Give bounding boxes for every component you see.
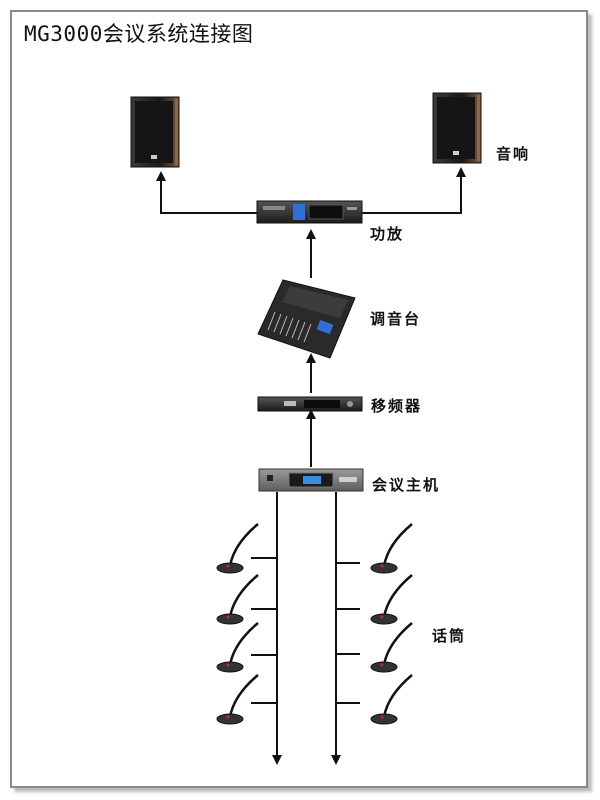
amplifier-label: 功放 bbox=[370, 225, 405, 243]
connection-lines bbox=[156, 167, 466, 765]
frequency-shifter-icon bbox=[257, 396, 363, 412]
amp-to-left-speaker-line bbox=[156, 171, 257, 214]
mic-branch-lines bbox=[251, 557, 360, 704]
amp-to-right-speaker-line bbox=[362, 167, 466, 214]
gooseneck-microphone-icon bbox=[370, 622, 413, 673]
conference-host-icon bbox=[258, 468, 364, 492]
gooseneck-microphone-icon bbox=[216, 622, 259, 673]
microphone-label: 话筒 bbox=[432, 627, 467, 645]
speaker-icon bbox=[432, 92, 482, 164]
frequency-shifter-label: 移频器 bbox=[371, 397, 423, 415]
speaker-label: 音响 bbox=[496, 145, 531, 163]
gooseneck-microphone-icon bbox=[216, 674, 259, 725]
gooseneck-microphone-icon bbox=[370, 523, 413, 574]
amplifier-icon bbox=[256, 200, 363, 224]
gooseneck-microphone-icon bbox=[370, 574, 413, 625]
mixer-label: 调音台 bbox=[370, 310, 422, 328]
speaker-icon bbox=[130, 96, 180, 168]
gooseneck-microphone-icon bbox=[216, 574, 259, 625]
mixer-icon bbox=[257, 279, 356, 359]
conference-host-label: 会议主机 bbox=[372, 476, 441, 494]
page-title: MG3000会议系统连接图 bbox=[24, 22, 254, 46]
microphones bbox=[216, 523, 413, 725]
gooseneck-microphone-icon bbox=[370, 674, 413, 725]
gooseneck-microphone-icon bbox=[216, 523, 259, 574]
